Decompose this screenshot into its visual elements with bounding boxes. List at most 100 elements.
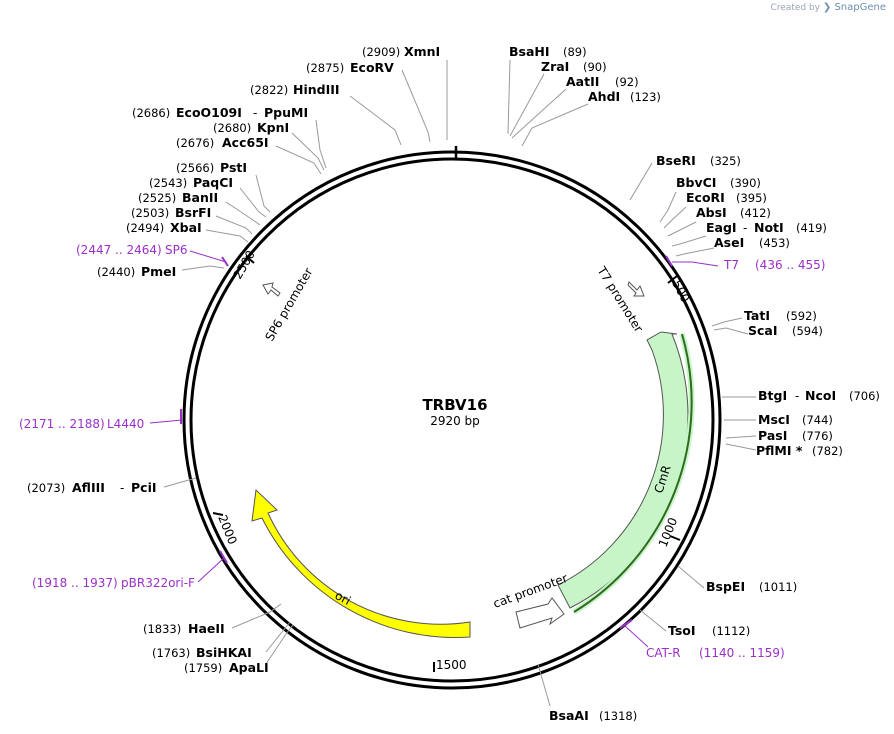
site-pos: (744) (802, 413, 833, 427)
site-name: AseI (714, 235, 744, 250)
site-tsoi[interactable]: TsoI (1112) (668, 623, 750, 638)
site-bspei[interactable]: BspEI (1011) (706, 579, 797, 594)
site-xmni[interactable]: (2909) XmnI (362, 44, 440, 59)
site-xbai[interactable]: (2494) XbaI (126, 220, 202, 235)
snapgene-logo: ❯ SnapGene (822, 2, 886, 13)
site-pos: (123) (630, 90, 661, 104)
primer-l4440[interactable]: (2171 .. 2188) L4440 (19, 417, 144, 431)
site-ecoo109i-ppumi[interactable]: (2686) EcoO109I - PpuMI (132, 105, 308, 120)
site-pos: (2440) (97, 265, 135, 279)
site-bbvci[interactable]: BbvCI (390) (676, 175, 761, 190)
site-msci[interactable]: MscI (744) (758, 412, 833, 427)
site-paqci[interactable]: (2543) PaqCI (149, 175, 233, 190)
site-pos: (2566) (176, 161, 214, 175)
backbone (182, 150, 722, 690)
primer-range: (2171 .. 2188) (19, 417, 105, 431)
plasmid-name: TRBV16 (422, 396, 487, 414)
site-ecori[interactable]: EcoRI (395) (686, 190, 767, 205)
primer-pbr322ori-f[interactable]: (1918 .. 1937) pBR322ori-F (32, 576, 195, 590)
site-leader-lines (163, 59, 757, 707)
site-ecorv[interactable]: (2875) EcoRV (306, 60, 394, 75)
site-name: XbaI (170, 220, 202, 235)
site-pflmi[interactable]: PflMI * (782) (756, 443, 843, 458)
site-bsaai[interactable]: BsaAI (1318) (549, 708, 637, 723)
site-name: Acc65I (222, 135, 269, 150)
site-pmei[interactable]: (2440) PmeI (97, 264, 176, 279)
site-psti[interactable]: (2566) PstI (176, 160, 247, 175)
site-pos: (2494) (126, 221, 164, 235)
site-bsrfi[interactable]: (2503) BsrFI (131, 205, 211, 220)
site-bseri[interactable]: BseRI (325) (656, 153, 741, 168)
site-name: HindIII (293, 82, 340, 97)
site-pos: (1763) (152, 646, 190, 660)
site-eagi-noti[interactable]: EagI - NotI (419) (706, 220, 827, 235)
site-name: AatII (566, 74, 599, 89)
site-scai[interactable]: ScaI (594) (748, 323, 823, 338)
ruler-ticks (212, 255, 681, 672)
site-name: PstI (220, 160, 247, 175)
site-name: AflIII (72, 480, 105, 495)
site-apali[interactable]: (1759) ApaLI (184, 660, 269, 675)
site-pos: (706) (849, 389, 880, 403)
site-pos: (2680) (213, 121, 251, 135)
cmr-orf-line (573, 333, 693, 613)
primer-cat-r[interactable]: CAT-R (1140 .. 1159) (646, 646, 785, 660)
site-name: ZraI (541, 59, 569, 74)
site-name: EcoO109I (176, 105, 242, 120)
site-btgi-ncoi[interactable]: BtgI - NcoI (706) (758, 388, 880, 403)
site-name: PflMI * (756, 443, 803, 458)
site-pos: (92) (615, 75, 639, 89)
site-name-2: PciI (131, 480, 157, 495)
site-name-separator: - (743, 221, 747, 235)
cat-promoter-arrow (515, 597, 565, 629)
site-name: BsrFI (175, 205, 211, 220)
site-banii[interactable]: (2525) BanII (138, 190, 218, 205)
site-name-separator: - (253, 106, 257, 120)
site-name: BsaHI (509, 44, 550, 59)
ori-arrow (251, 488, 471, 638)
ori-label: ori (333, 588, 353, 608)
site-pos: (1112) (712, 624, 750, 638)
site-zrai[interactable]: ZraI (90) (541, 59, 607, 74)
site-pasi[interactable]: PasI (776) (758, 428, 833, 443)
site-name: KpnI (257, 120, 289, 135)
site-name: HaeII (188, 621, 225, 636)
site-name: BtgI (758, 388, 787, 403)
site-pos: (325) (710, 154, 741, 168)
site-pos: (2676) (176, 136, 214, 150)
tick-500: 500 (669, 278, 692, 305)
site-afliii-pcii[interactable]: (2073) AflIII - PciI (27, 480, 157, 495)
t7-promoter-arrow (627, 281, 645, 297)
site-pos: (89) (563, 45, 587, 59)
site-hindiii[interactable]: (2822) HindIII (250, 82, 340, 97)
primer-sp6[interactable]: (2447 .. 2464) SP6 (76, 243, 188, 257)
primer-name: SP6 (165, 243, 188, 257)
primer-name: L4440 (107, 417, 144, 431)
site-name: EcoRV (350, 60, 394, 75)
site-aatii[interactable]: AatII (92) (566, 74, 639, 89)
plasmid-size: 2920 bp (430, 414, 480, 428)
site-name: ApaLI (229, 660, 269, 675)
site-name: PmeI (141, 264, 176, 279)
site-tati[interactable]: TatI (592) (744, 308, 817, 323)
site-asei[interactable]: AseI (453) (714, 235, 790, 250)
site-ahdi[interactable]: AhdI (123) (588, 89, 661, 104)
site-kpni[interactable]: (2680) KpnI (213, 120, 289, 135)
site-pos: (453) (759, 236, 790, 250)
site-pos: (1318) (599, 709, 637, 723)
site-pos: (594) (792, 324, 823, 338)
sp6-promoter-arrow (262, 282, 281, 297)
site-haeii[interactable]: (1833) HaeII (143, 621, 225, 636)
site-absi[interactable]: AbsI (412) (696, 205, 771, 220)
site-pos: (1011) (759, 580, 797, 594)
site-name: BspEI (706, 579, 745, 594)
site-bsahi[interactable]: BsaHI (89) (509, 44, 587, 59)
site-acc65i[interactable]: (2676) Acc65I (176, 135, 269, 150)
primer-t7[interactable]: T7 (436 .. 455) (723, 258, 825, 272)
site-pos: (419) (796, 221, 827, 235)
site-bsihkai[interactable]: (1763) BsiHKAI (152, 645, 252, 660)
feature-t7-promoter: T7 promoter (594, 263, 646, 334)
primer-range: (2447 .. 2464) (76, 243, 162, 257)
site-name-2: NcoI (805, 388, 836, 403)
